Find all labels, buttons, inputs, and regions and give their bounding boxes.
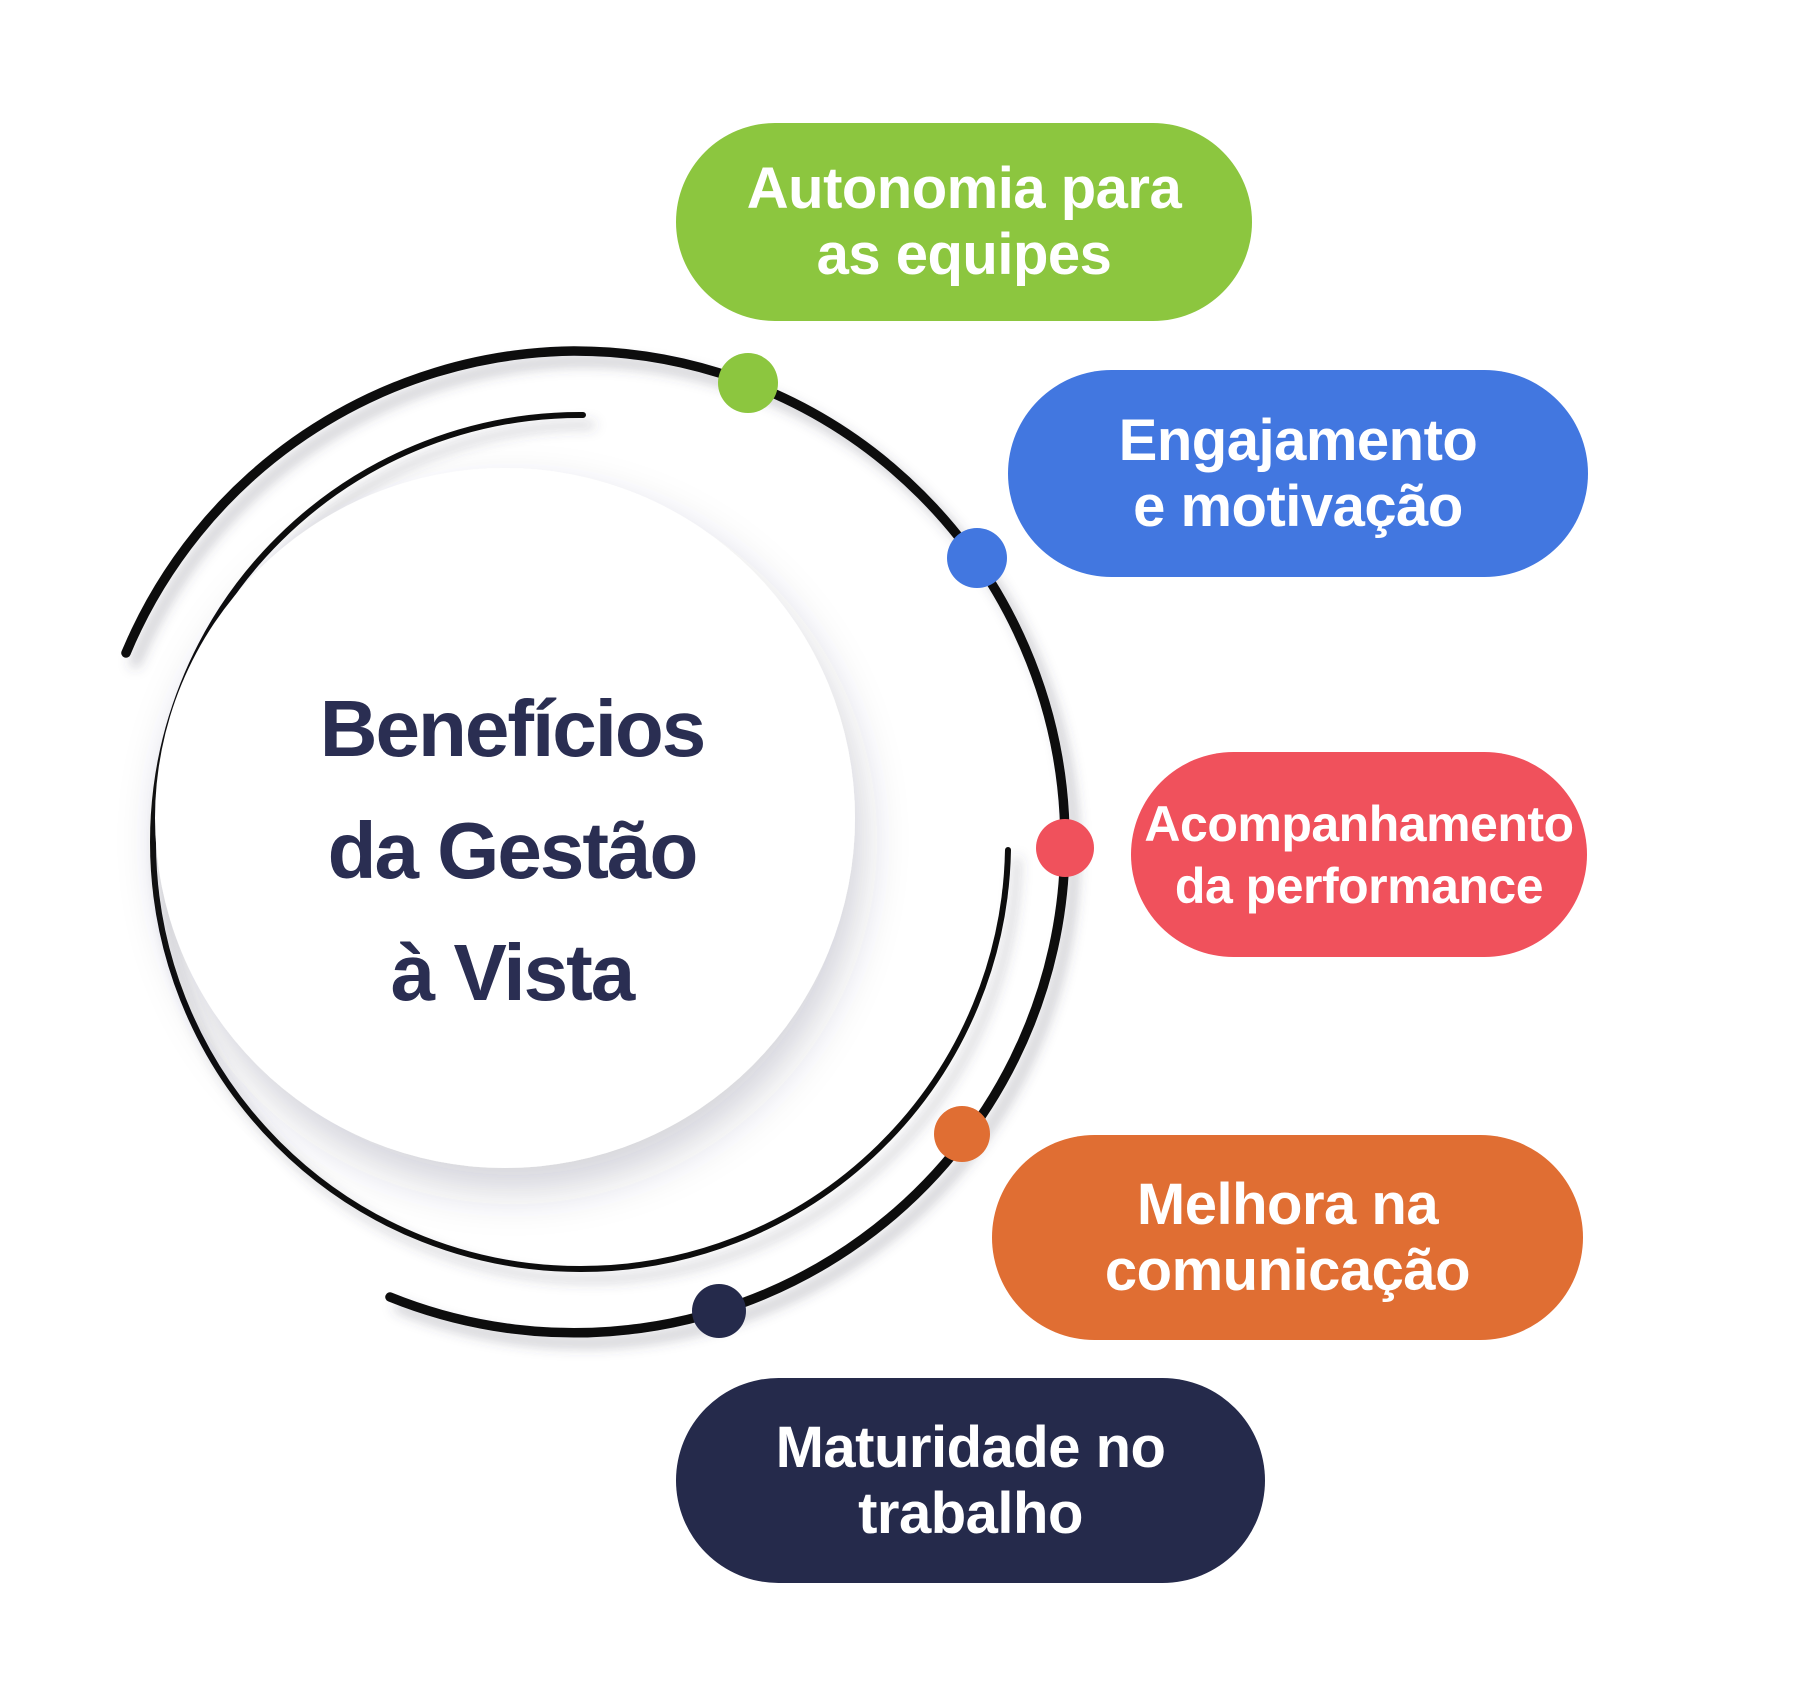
benefit-pill-melhora: Melhora na comunicação — [992, 1135, 1583, 1340]
page-title: Benefícios da Gestão à Vista — [319, 684, 707, 1017]
dot-maturidade — [692, 1284, 746, 1338]
center-circle — [155, 468, 855, 1168]
benefit-label-autonomia: Autonomia para as equipes — [746, 156, 1182, 287]
dot-melhora — [934, 1106, 990, 1162]
benefit-label-engajamento: Engajamento e motivação — [1118, 407, 1478, 539]
dot-acompanhamento — [1036, 819, 1094, 877]
inner-ring-arc — [149, 411, 1011, 1273]
benefit-pill-autonomia: Autonomia para as equipes — [676, 123, 1252, 321]
benefit-pill-maturidade: Maturidade no trabalho — [676, 1378, 1265, 1583]
outer-ring-arc — [121, 346, 1070, 1338]
benefit-label-maturidade: Maturidade no trabalho — [775, 1414, 1166, 1546]
dot-engajamento — [947, 528, 1007, 588]
benefit-pill-engajamento: Engajamento e motivação — [1008, 370, 1588, 577]
benefit-pill-acompanhamento: Acompanhamento da performance — [1131, 752, 1587, 957]
dot-autonomia — [718, 353, 778, 413]
benefit-label-acompanhamento: Acompanhamento da performance — [1144, 795, 1574, 914]
benefit-label-melhora: Melhora na comunicação — [1104, 1171, 1471, 1303]
